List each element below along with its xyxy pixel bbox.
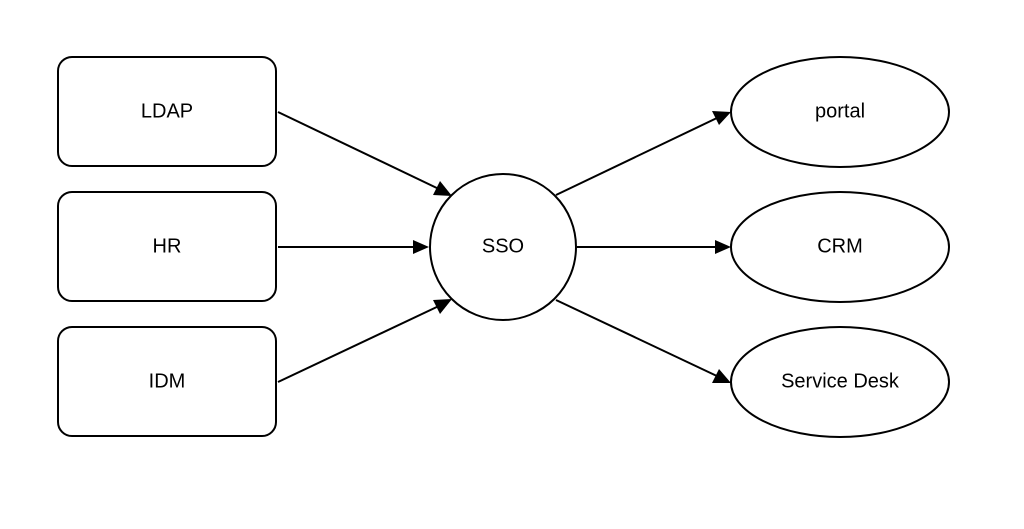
source-node-hr[interactable]: HR	[57, 191, 277, 302]
edge-ldap-to-sso	[277, 111, 452, 196]
arrowhead	[433, 299, 452, 314]
target-label-portal: portal	[815, 100, 865, 122]
source-label-hr: HR	[153, 235, 182, 257]
edge-hr-to-sso	[278, 240, 429, 254]
target-label-crm: CRM	[817, 235, 863, 257]
edge-sso-to-crm	[577, 240, 731, 254]
edges	[277, 111, 731, 383]
target-node-portal[interactable]: portal	[730, 56, 950, 168]
hub-node-sso[interactable]: SSO	[429, 173, 577, 321]
source-label-ldap: LDAP	[141, 100, 193, 122]
edge-sso-to-portal	[555, 111, 731, 196]
hub-label-sso: SSO	[482, 235, 524, 257]
arrowhead	[715, 240, 731, 254]
arrowhead	[712, 111, 731, 125]
arrowhead	[712, 369, 731, 383]
source-node-ldap[interactable]: LDAP	[57, 56, 277, 167]
source-node-idm[interactable]: IDM	[57, 326, 277, 437]
source-label-idm: IDM	[149, 370, 186, 392]
arrowhead	[413, 240, 429, 254]
target-node-service-desk[interactable]: Service Desk	[730, 326, 950, 438]
arrowhead	[433, 181, 452, 196]
edge-idm-to-sso	[277, 299, 452, 383]
target-label-service-desk: Service Desk	[781, 370, 900, 392]
edge-sso-to-service-desk	[555, 299, 731, 383]
target-node-crm[interactable]: CRM	[730, 191, 950, 303]
